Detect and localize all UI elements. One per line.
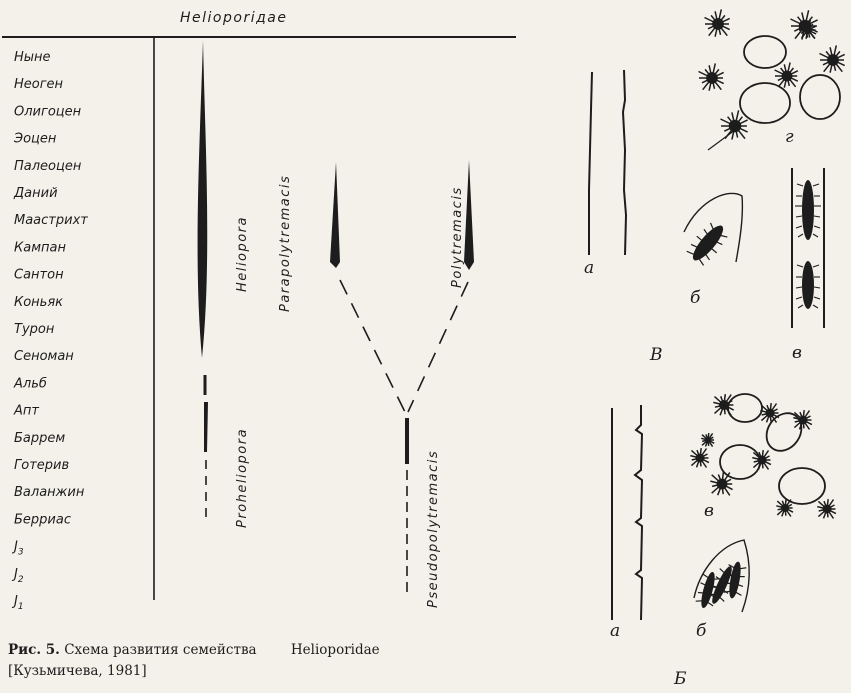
label-top-b: б bbox=[690, 288, 701, 308]
spicule-star bbox=[699, 63, 724, 90]
stage-label: Неоген bbox=[14, 77, 64, 92]
group-label-bottom: Б bbox=[673, 669, 687, 689]
figure-caption: Рис. 5. Схема развития семейства Heliopo… bbox=[8, 640, 548, 682]
spicule-star bbox=[752, 450, 771, 469]
stage-label: Апт bbox=[13, 404, 39, 419]
spicule-star bbox=[817, 499, 836, 518]
group-label-top: B bbox=[649, 345, 663, 365]
caption-lead: Рис. 5. bbox=[8, 642, 60, 658]
genus-label-polytremacis: Polytremacis bbox=[450, 186, 465, 288]
stage-label: Валанжин bbox=[14, 485, 85, 500]
spicule-star bbox=[820, 45, 845, 72]
stage-label: Кампан bbox=[14, 240, 66, 255]
heliopora-range-bar bbox=[198, 40, 208, 358]
section-a-wall-right bbox=[623, 70, 626, 255]
section-a-wall-left bbox=[589, 72, 592, 255]
label-top-v: в bbox=[792, 343, 802, 363]
specimen-b-spicule bbox=[684, 218, 732, 268]
stage-list: НынеНеогенОлигоценЭоценПалеоценДанийМаас… bbox=[11, 50, 88, 612]
specimen-b-spicules-bottom bbox=[695, 561, 747, 610]
caption-family: Helioporidae bbox=[291, 642, 380, 658]
parapolytremacis-range-bar bbox=[330, 162, 340, 268]
parapolytremacis-ancestry-link bbox=[340, 280, 405, 412]
label-top-g: г bbox=[785, 127, 794, 147]
stage-label: Альб bbox=[13, 376, 47, 391]
pointer-line bbox=[708, 130, 735, 150]
section-v-spicule-upper bbox=[795, 180, 821, 240]
stage-label: J3 bbox=[11, 540, 24, 558]
spicule-star bbox=[705, 9, 730, 36]
stage-label: Турон bbox=[14, 322, 55, 337]
stage-label: Маастрихт bbox=[14, 213, 88, 228]
stage-label: Ныне bbox=[14, 50, 51, 65]
genus-label-pseudopolytremacis: Pseudopolytremacis bbox=[426, 450, 441, 608]
cell-outline bbox=[779, 468, 825, 504]
spicule-star bbox=[713, 394, 733, 415]
stage-label: Эоцен bbox=[13, 132, 57, 147]
cell-outline bbox=[800, 75, 840, 119]
genus-label-heliopora: Heliopora bbox=[235, 216, 250, 292]
stage-label: Берриас bbox=[14, 512, 71, 527]
pseudopolytremacis-range-bar bbox=[405, 418, 409, 464]
genus-label-proheliopora: Proheliopora bbox=[235, 428, 250, 528]
section-a-wall-right-bottom bbox=[635, 405, 642, 620]
caption-citation: [Кузьмичева, 1981] bbox=[8, 663, 147, 679]
label-bottom-b: б bbox=[696, 621, 707, 641]
caption-text: Схема развития семейства bbox=[64, 642, 256, 658]
cell-outline bbox=[744, 36, 786, 68]
genus-label-parapolytremacis: Parapolytremacis bbox=[278, 175, 293, 312]
label-bottom-v: в bbox=[704, 501, 714, 521]
label-top-a: a bbox=[584, 258, 594, 278]
stage-label: Коньяк bbox=[14, 295, 63, 310]
stage-label: Олигоцен bbox=[14, 104, 82, 119]
stage-label: J2 bbox=[11, 567, 24, 585]
spicule-stars-bottom bbox=[690, 394, 836, 518]
stage-label: Палеоцен bbox=[14, 159, 82, 174]
label-bottom-a: a bbox=[610, 621, 620, 641]
diagram-title: Helioporiдae bbox=[180, 10, 287, 26]
polytremacis-ancestry-link bbox=[408, 282, 468, 412]
section-v-spicule-lower bbox=[796, 261, 820, 309]
spicule-star bbox=[775, 63, 798, 88]
stage-label: Сеноман bbox=[14, 349, 74, 364]
spicule-star bbox=[701, 433, 714, 447]
polytremacis-range-bar bbox=[464, 160, 474, 270]
spicule-star bbox=[690, 448, 709, 467]
cell-outline bbox=[728, 394, 762, 422]
spicule-star bbox=[793, 410, 812, 429]
stage-label: Готерив bbox=[14, 458, 69, 473]
proheliopora-range-bar bbox=[204, 402, 208, 452]
stage-label: Сантон bbox=[14, 268, 64, 283]
stage-label: Баррем bbox=[14, 431, 65, 446]
stage-label: J1 bbox=[11, 594, 24, 612]
stage-label: Даний bbox=[13, 186, 58, 201]
spicule-star bbox=[760, 403, 779, 422]
cell-outline bbox=[740, 83, 790, 123]
